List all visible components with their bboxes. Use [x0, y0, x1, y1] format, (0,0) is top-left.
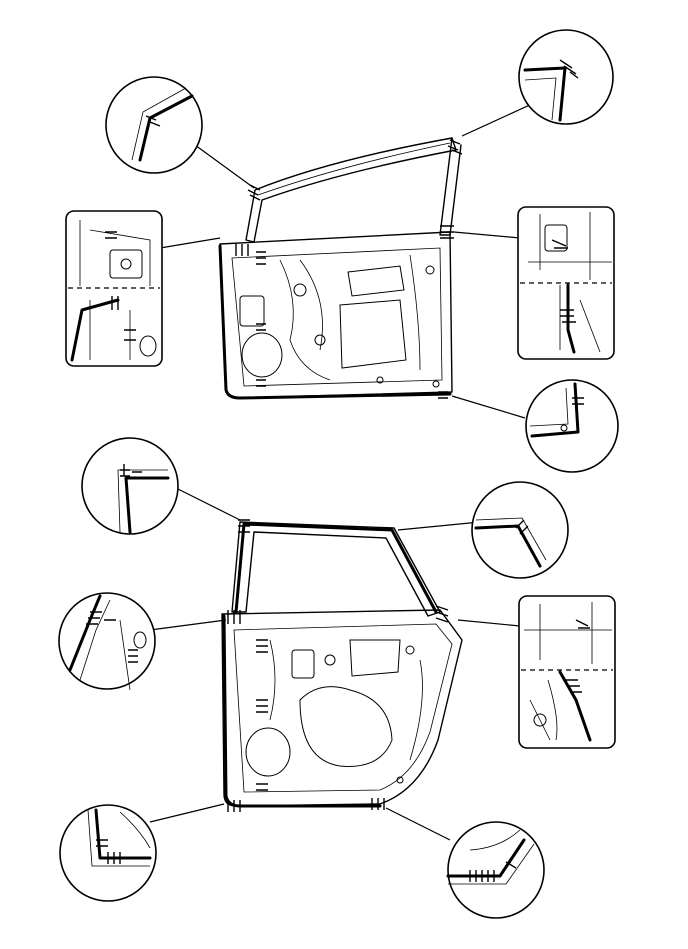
detail-rear-front-section [58, 592, 156, 691]
detail-front-front-section [65, 210, 163, 367]
detail-front-upper-rear [518, 29, 614, 125]
detail-rear-rear-section [518, 595, 616, 749]
detail-rear-lower-front [59, 804, 157, 902]
detail-front-lower-rear [525, 379, 619, 473]
front-door-tape-marks [235, 139, 463, 399]
rear-door [149, 487, 521, 841]
detail-rear-upper-front [81, 437, 179, 535]
detail-front-rear-section [517, 206, 615, 360]
front-door [159, 97, 546, 419]
detail-rear-lower-rear [446, 821, 545, 919]
detail-front-upper-front [105, 76, 203, 174]
detail-rear-upper-rear [471, 481, 569, 579]
rear-door-tape-marks [227, 519, 449, 812]
